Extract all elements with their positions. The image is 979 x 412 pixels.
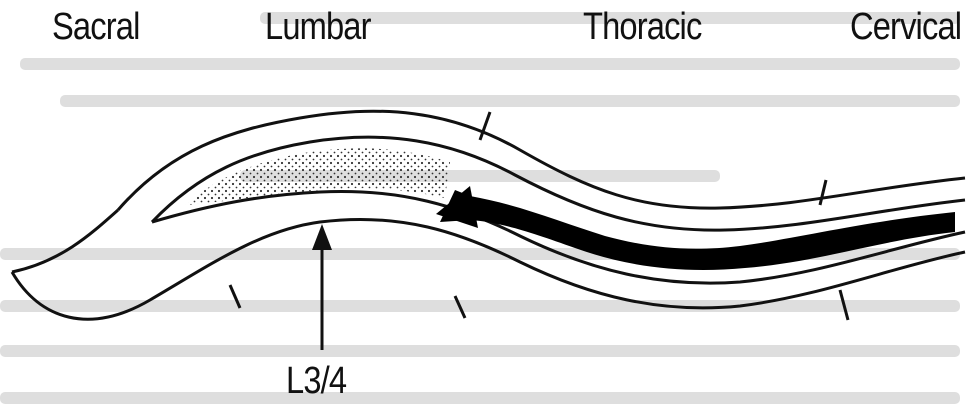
- tick-mark: [453, 295, 467, 319]
- region-label-lumbar: Lumbar: [265, 6, 372, 48]
- stippled-spread-region: [185, 148, 450, 205]
- canal-inner-lower-line: [151, 189, 966, 285]
- solid-region-arrowhead: [436, 186, 478, 228]
- injection-level-label: L3/4: [286, 360, 347, 402]
- tick-mark: [228, 284, 242, 309]
- tick-mark: [818, 179, 828, 206]
- canal-outer-upper-line: [116, 109, 966, 211]
- region-label-cervical: Cervical: [850, 6, 962, 48]
- region-label-thoracic: Thoracic: [583, 6, 702, 48]
- solid-spread-region: [440, 190, 955, 270]
- tick-mark: [478, 111, 492, 141]
- sacral-curl: [11, 208, 119, 274]
- arrow-up-icon: [312, 224, 332, 350]
- region-label-sacral: Sacral: [52, 6, 140, 48]
- canal-outer-lower-line: [10, 217, 966, 321]
- tick-mark: [838, 289, 850, 321]
- canal-inner-upper-line: [150, 135, 966, 232]
